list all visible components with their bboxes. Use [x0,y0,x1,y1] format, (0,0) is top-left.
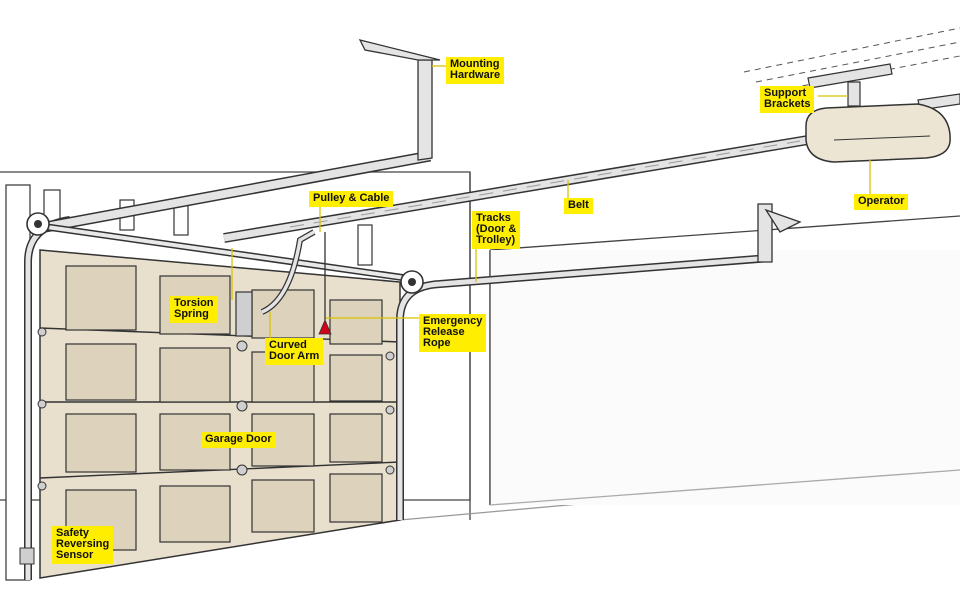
label-curved-door-arm: Curved Door Arm [265,338,324,365]
curved-door-arm-shape [235,229,316,337]
label-mounting-hardware: Mounting Hardware [446,57,505,84]
release-rope [318,232,332,335]
ceiling-lines [743,27,960,93]
belt-rail [223,133,821,243]
torsion-spring-bar [26,212,424,294]
label-safety-reversing-sensor: Safety Reversing Sensor [52,526,114,564]
safety-sensor-shape [19,547,35,565]
label-tracks: Tracks (Door & Trolley) [472,211,521,249]
label-garage-door: Garage Door [201,432,276,448]
mounting-rail [39,39,441,234]
operator-unit [805,63,960,163]
label-belt: Belt [564,198,593,214]
garage-door-panels [37,249,401,579]
label-operator: Operator [854,194,909,210]
label-torsion-spring: Torsion Spring [170,296,218,323]
label-support-brackets: Support Brackets [760,86,815,113]
label-pulley-cable: Pulley & Cable [309,191,394,207]
rear-track-bracket [757,203,802,263]
label-emergency-release-rope: Emergency Release Rope [419,314,487,352]
